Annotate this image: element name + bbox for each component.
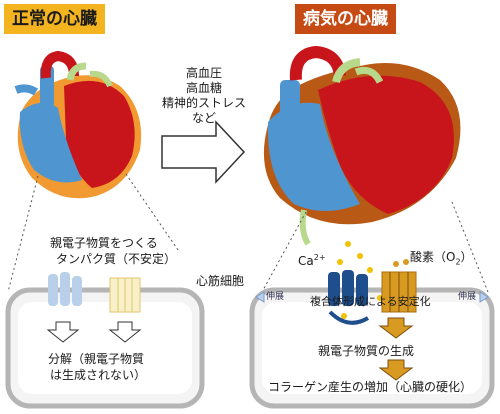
normal-heart-title: 正常の心臓 (4, 4, 105, 34)
diseased-heart-title: 病気の心臓 (295, 4, 396, 34)
protein-label-line2: タンパク質（不安定） (56, 252, 177, 266)
diseased-heart-icon (263, 45, 461, 246)
progression-arrow-icon (161, 120, 246, 184)
risk-factor-item: など (191, 111, 216, 125)
gold-channel-protein-icon (381, 259, 417, 313)
stabilized-protein-icon (328, 270, 370, 325)
collagen-arrow-icon (378, 359, 414, 381)
electrophile-production-label: 親電子物質の生成 (318, 344, 415, 358)
oxygen-label: 酸素（O2） (410, 250, 473, 267)
risk-factors: 高血圧 高血糖 精神的ストレス など (150, 66, 258, 126)
stretch-right-label: 伸展 (458, 292, 477, 302)
risk-factor-item: 高血圧 (185, 66, 222, 80)
protein-label-line1: 親電子物質をつくる (50, 236, 158, 250)
stretch-left-arrow-icon (255, 291, 265, 303)
unstable-protein-icon (48, 272, 82, 306)
stretch-right-arrow-icon (479, 291, 489, 303)
stretch-left-label: 伸展 (266, 292, 285, 302)
production-arrow-icon (378, 317, 414, 339)
down-arrow-icon (46, 321, 80, 343)
normal-heart-icon (14, 50, 142, 199)
degradation-label-line2: は生成されない） (50, 368, 147, 382)
channel-protein-icon (109, 277, 141, 313)
calcium-label: Ca2+ (298, 253, 326, 268)
degradation-label-line1: 分解（親電子物質 (48, 352, 145, 366)
collagen-increase-label: コラーゲン産生の増加（心臓の硬化） (268, 380, 473, 394)
cardiomyocyte-label: 心筋細胞 (196, 274, 245, 288)
risk-factor-item: 精神的ストレス (161, 96, 246, 110)
risk-factor-item: 高血糖 (185, 81, 222, 95)
down-arrow-icon (108, 321, 142, 343)
complex-formation-label: 複合体形成による安定化 (310, 295, 431, 308)
